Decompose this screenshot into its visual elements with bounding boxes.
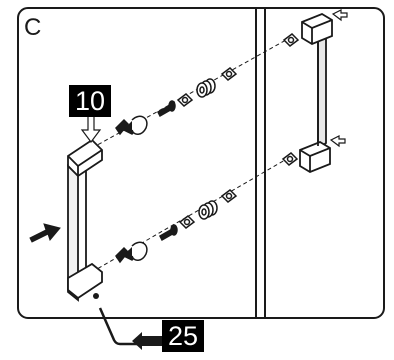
rear-plate-bottom xyxy=(281,152,299,166)
bottom-fastener-set xyxy=(115,189,238,264)
rear-arrow-bottom-icon xyxy=(329,135,346,148)
rear-handle xyxy=(299,12,333,174)
top-fastener-set xyxy=(115,67,238,136)
push-arrow-icon xyxy=(29,223,61,243)
hex-key-part-number-badge: 25 xyxy=(162,320,204,352)
rear-plate-top xyxy=(282,33,300,47)
hex-key-arrow-icon xyxy=(132,330,162,352)
rear-arrow-top-icon xyxy=(331,9,348,22)
grub-screw xyxy=(93,293,99,299)
front-handle xyxy=(67,138,103,302)
hex-key xyxy=(98,307,150,346)
step-label: C xyxy=(24,14,42,41)
handle-part-number-badge: 10 xyxy=(69,85,111,117)
handle-pointer-arrow-icon xyxy=(80,115,102,143)
